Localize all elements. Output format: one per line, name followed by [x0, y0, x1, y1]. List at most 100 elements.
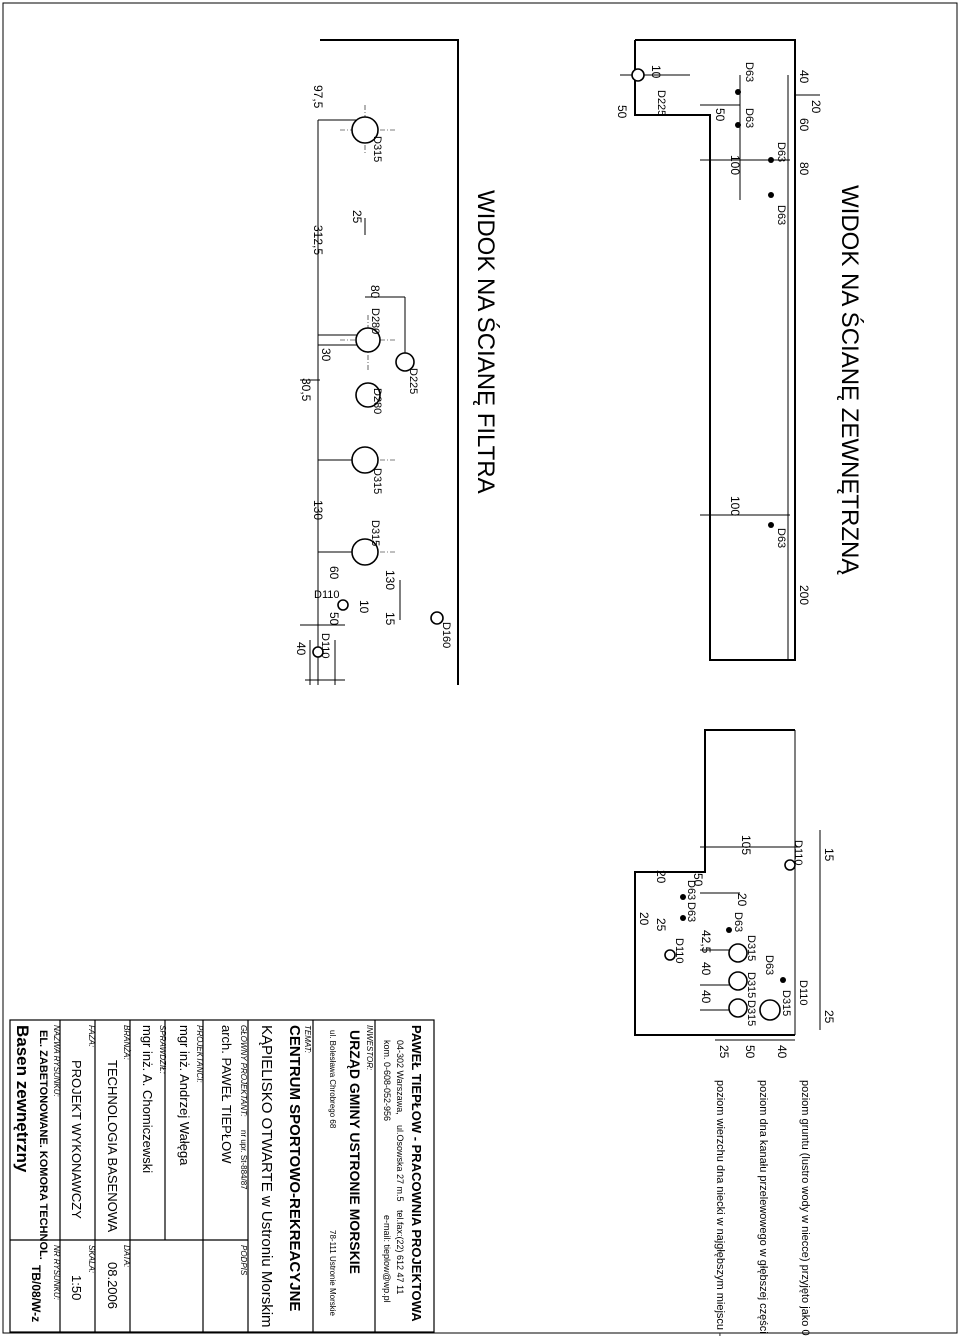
chief-designer-label: GŁÓWNY PROJEKTANT: [239, 1025, 248, 1117]
filter-wall-outline [320, 39, 459, 685]
checked-label: SPRAWDZIŁ: [158, 1025, 167, 1074]
pipe-d160-hole [430, 611, 444, 625]
drawing-name-label: NAZWA RYSUNKU: [52, 1025, 61, 1097]
dimension-label: 10 [357, 600, 371, 614]
pipe-label: D63 [763, 955, 775, 975]
topic-line-1: CENTRUM SPORTOWO-REKREACYJNE [286, 1025, 303, 1311]
dimension-label: 40 [699, 962, 713, 976]
pipe-d63-hole [735, 89, 741, 95]
dimension-label: 25 [654, 918, 668, 932]
drawing-name-line-2: Basen zewnętrzny [13, 1025, 32, 1173]
dimension-label: 30 [319, 348, 333, 362]
outer-wall-title: WIDOK NA ŚCIANĘ ZEWNĘTRZNĄ [836, 185, 864, 575]
chief-designer-name: arch. PAWEŁ TIEPŁOW [219, 1025, 234, 1164]
investor-address: ul. Bolesława Chrobrego 68 [328, 1030, 337, 1129]
dimension-label: 100 [728, 155, 742, 175]
pipe-d280-hole [355, 382, 381, 408]
pipe-d315-hole [351, 538, 379, 566]
dimension-label: 50 [743, 1045, 757, 1059]
dimension-label: 25 [822, 1010, 836, 1024]
date-label: DATA: [122, 1245, 131, 1267]
company-address-1: 04-302 Warszawa, [395, 1040, 405, 1115]
pipe-d63-hole [768, 157, 774, 163]
branch-label: BRANŻA: [122, 1025, 131, 1060]
pipe-label: D110 [797, 980, 809, 1005]
pipe-label: D225 [407, 368, 419, 394]
pipe-d63-hole [735, 122, 741, 128]
lower-section-view: 105 15 20 50 20 20 25 42,5 40 40 25 25 5… [634, 729, 836, 1059]
filter-wall-title: WIDOK NA ŚCIANĘ FILTRA [472, 190, 500, 494]
dimension-label: 80 [797, 162, 811, 176]
dimension-label: 30,5 [299, 378, 313, 402]
pipe-label: D315 [745, 935, 757, 961]
pipe-label: D315 [745, 1000, 757, 1026]
dimension-label: 20 [637, 912, 651, 926]
dimension-label: 42,5 [699, 930, 713, 954]
dimension-label: 40 [699, 990, 713, 1004]
investor-label: INWESTOR: [365, 1025, 374, 1070]
level-note-ground: poziom gruntu (lustro wody w niecce) prz… [799, 1080, 811, 1336]
dimension-label: 130 [311, 500, 325, 520]
company-address-2: ul.Osowska 27 m.5 [395, 1125, 405, 1202]
dimension-label: 105 [739, 835, 753, 855]
pipe-label: D110 [673, 938, 685, 963]
pipe-d315-hole [759, 999, 781, 1021]
pipe-d63-hole [780, 977, 786, 983]
pipe-label: D315 [371, 136, 383, 162]
designer-name: mgr inż. Andrzej Wałęga [177, 1025, 192, 1166]
drawing-number-label: NR RYSUNKU: [52, 1245, 61, 1300]
pipe-label: D160 [440, 622, 452, 648]
dimension-label: 130 [383, 570, 397, 590]
pipe-d225-hole [395, 352, 415, 372]
pipe-d315-hole [728, 943, 748, 963]
dimension-label: 80 [368, 285, 382, 299]
dimension-label: 60 [327, 566, 341, 580]
pipe-label: D63 [685, 880, 697, 900]
drawing-number: TB/08/W-z [29, 1265, 43, 1322]
dimension-label: 15 [383, 612, 397, 626]
pipe-label: D315 [780, 990, 792, 1016]
dimension-label: 20 [809, 100, 823, 114]
dimension-label: 15 [822, 848, 836, 862]
checker-name: mgr inż. A. Chomiczewski [140, 1025, 155, 1173]
pipe-d315-hole [351, 116, 379, 144]
designers-label: PROJEKTANCI: [195, 1025, 204, 1083]
pipe-d110-hole [312, 646, 324, 658]
pipe-label: D280 [369, 308, 381, 334]
company-mobile: kom. 0-608-052-956 [382, 1040, 392, 1121]
lower-section-outline [634, 729, 795, 1036]
scale-label: SKALA: [87, 1245, 96, 1273]
pipe-label: D225 [655, 90, 667, 116]
investor-city: 78-111 Ustronie Morskie [328, 1230, 337, 1317]
dimension-label: 20 [654, 870, 668, 884]
dimension-label: 97,5 [311, 85, 325, 109]
company-phone: tel.fax:(22) 612 47 11 [395, 1210, 405, 1294]
pipe-d110-hole [664, 949, 676, 961]
dimension-label: 40 [775, 1045, 789, 1059]
pipe-label: D63 [685, 902, 697, 922]
topic-label: TEMAT: [303, 1025, 312, 1053]
pipe-d225-hole [631, 68, 645, 82]
drawing-name-line-1: EL. ZABETONOWANE. KOMORA TECHNOL. [37, 1030, 49, 1260]
level-note-channel: poziom dna kanału przelewowego w głębsze… [757, 1080, 769, 1336]
filter-wall-view: WIDOK NA ŚCIANĘ FILTRA 97,5 312,5 25 80 … [294, 39, 500, 685]
pipe-label: D280 [371, 388, 383, 414]
level-note-bottom: poziom wierzchu dna niecki w najgłębszym… [714, 1080, 726, 1336]
dimension-label: 312,5 [311, 225, 325, 255]
level-notes: poziom gruntu (lustro wody w niecce) prz… [714, 1080, 811, 1336]
pipe-label: D63 [775, 205, 787, 225]
pipe-d63-hole [680, 894, 686, 900]
dimension-label: 50 [615, 105, 629, 119]
pipe-label: D110 [319, 633, 331, 658]
pipe-d280-hole [355, 327, 381, 353]
pipe-label: D63 [743, 108, 755, 128]
dimension-label: 40 [294, 642, 308, 656]
dimension-label: 60 [797, 118, 811, 132]
date-value: 08.2006 [105, 1262, 120, 1309]
dimension-label: 100 [728, 496, 742, 516]
signature-label: PODPIS [239, 1245, 248, 1276]
dimension-label: 25 [717, 1045, 731, 1059]
pipe-label: D110 [314, 589, 339, 601]
